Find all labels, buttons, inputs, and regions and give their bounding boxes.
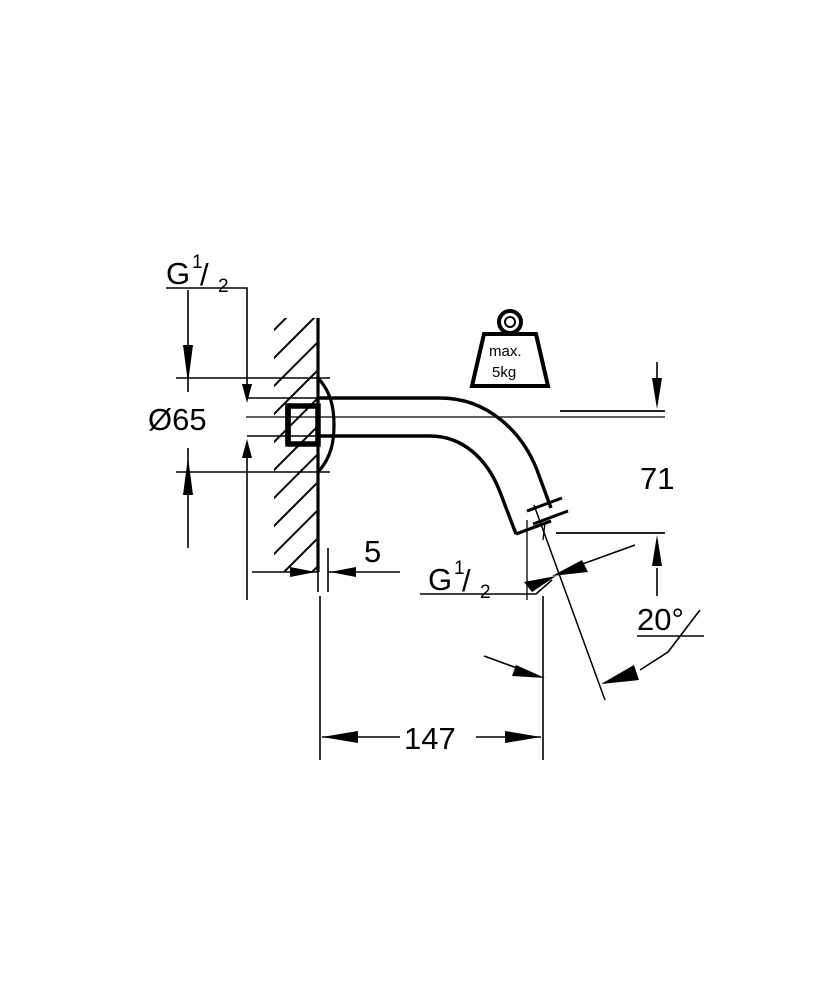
label-wall-offset: 5	[364, 534, 381, 569]
label-projection: 147	[404, 721, 456, 756]
label-drop: 71	[640, 461, 674, 496]
label-diameter: Ø65	[148, 402, 207, 437]
diameter-arrow-lower	[183, 457, 193, 495]
weight-body	[469, 332, 551, 388]
dimension-projection	[319, 596, 544, 760]
weight-label-max: max.	[489, 343, 522, 360]
label-angle: 20°	[637, 602, 684, 637]
thread-top-arrow-lower	[242, 439, 252, 458]
thread-top-leader	[166, 287, 248, 398]
dimension-thread-top	[166, 287, 330, 600]
thread-top-numerator: 1	[192, 252, 203, 273]
thread-top-arrow-upper	[242, 384, 252, 403]
thread-top-slash: /	[200, 257, 209, 292]
drop-arrow-upper	[652, 378, 662, 409]
thread-outlet-g: G	[428, 562, 452, 597]
inlet-thread-connector	[285, 403, 321, 447]
dimension-angle	[483, 544, 704, 684]
label-thread-outlet: G 1 / 2	[428, 558, 491, 603]
dimension-thread-outlet	[420, 576, 556, 595]
thread-outlet-leader	[420, 579, 553, 595]
outlet-axis-stub	[542, 522, 546, 541]
angle-arrow-lower	[601, 665, 639, 684]
spout-body	[318, 396, 569, 535]
angle-arrow-stub	[512, 665, 545, 678]
projection-arrow-right	[505, 731, 541, 743]
weight-ring-inner	[504, 316, 516, 328]
angle-arrow-upper	[552, 560, 588, 576]
thread-top-denominator: 2	[218, 276, 229, 297]
max-weight-icon: max. 5kg	[469, 309, 551, 388]
dimension-drop	[556, 362, 665, 596]
outlet-axis-line	[533, 504, 606, 701]
wall-offset-arrow-left	[290, 567, 316, 577]
thread-outlet-numerator: 1	[454, 558, 465, 579]
thread-outlet-slash: /	[462, 563, 471, 598]
dimension-wall-offset	[252, 548, 400, 592]
wall-offset-arrow-right	[330, 567, 356, 577]
thread-outlet-arrow	[524, 576, 556, 592]
drop-arrow-lower	[652, 535, 662, 566]
thread-outlet-denominator: 2	[480, 582, 491, 603]
angle-leader-lower	[639, 609, 701, 671]
wall-hatching	[274, 318, 318, 572]
dimension-diameter	[176, 290, 330, 548]
diameter-arrow-upper	[183, 345, 193, 383]
thread-top-g: G	[166, 256, 190, 291]
weight-label-value: 5kg	[492, 364, 516, 381]
label-thread-top: G 1 / 2	[166, 252, 229, 297]
escutcheon-flange	[316, 376, 336, 474]
projection-arrow-left	[322, 731, 358, 743]
